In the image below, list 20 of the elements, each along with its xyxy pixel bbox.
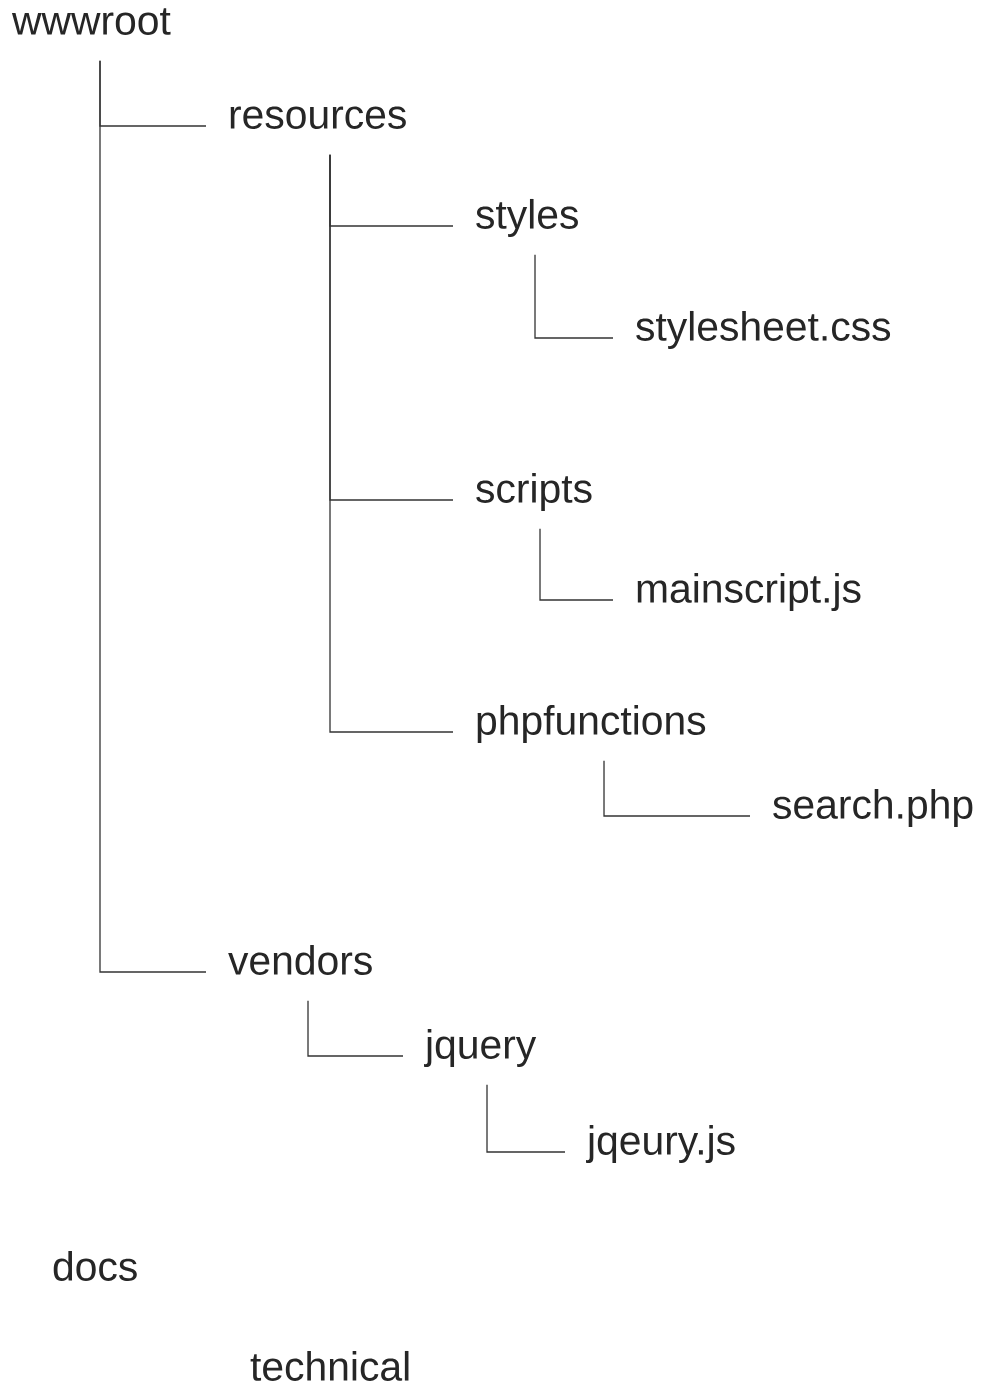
folder-label: phpfunctions — [477, 704, 706, 743]
tree-connector — [307, 1000, 404, 1057]
tree-connector — [329, 154, 454, 733]
folder-label: stylesheet.css — [636, 310, 891, 349]
tree-connector — [486, 1084, 566, 1153]
folder-label: jqeury.js — [586, 1124, 735, 1163]
folder-label: scripts — [476, 472, 592, 511]
folder-label: resources — [230, 106, 406, 129]
tree-connector — [603, 760, 751, 817]
folder-label: mainscript.js — [637, 572, 861, 611]
tree-connector — [534, 254, 614, 339]
folder-label: vendors — [228, 944, 372, 975]
folder-label: technical — [250, 1350, 409, 1381]
folder-label: jquery — [424, 1028, 537, 1067]
folder-label: styles — [476, 198, 578, 237]
folder-label: docs — [53, 1250, 137, 1281]
tree-connector — [539, 528, 614, 601]
folder-label: wwwroot — [11, 8, 171, 35]
tree-connector — [99, 60, 207, 973]
folder-label: search.php — [773, 788, 973, 827]
